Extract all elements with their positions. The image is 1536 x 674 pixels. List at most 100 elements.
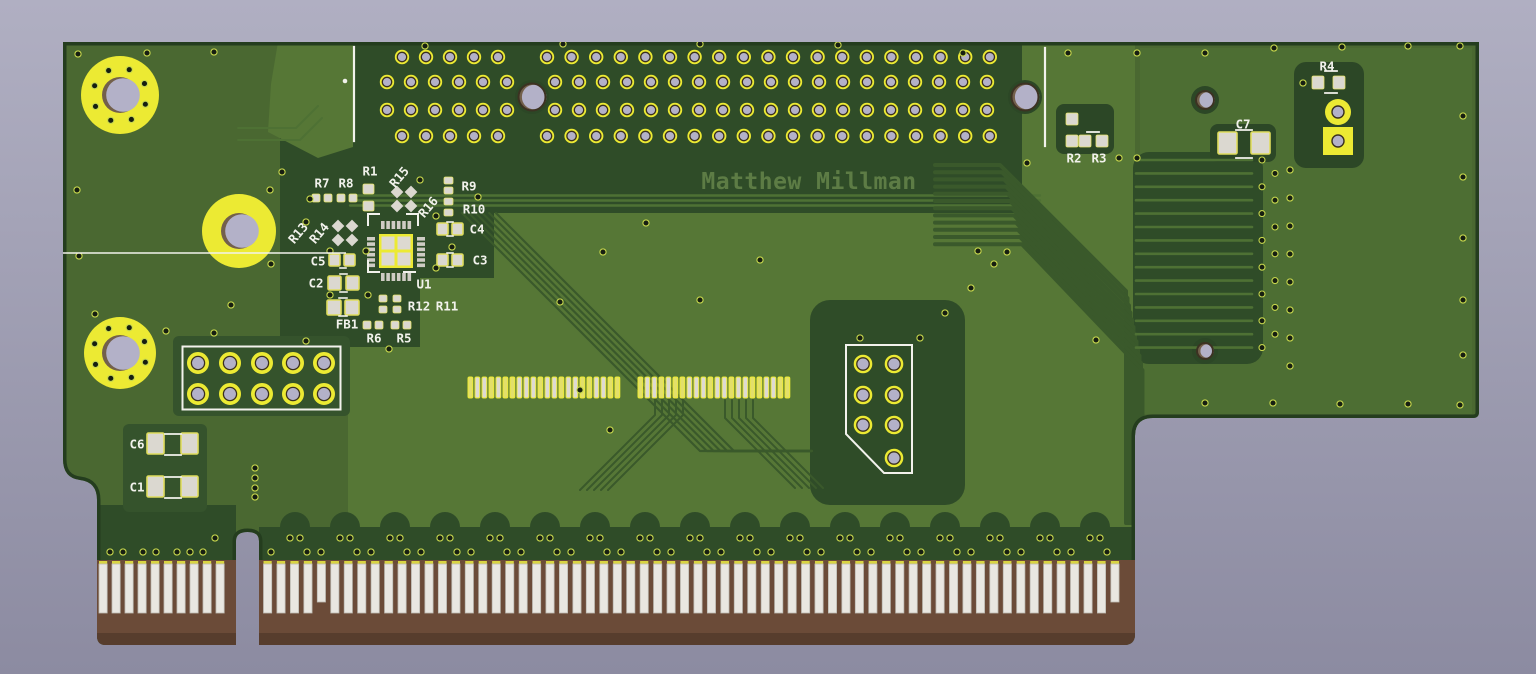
plated-hole: [886, 105, 896, 115]
via: [251, 474, 259, 482]
via: [996, 534, 1004, 542]
plated-hole: [887, 131, 896, 141]
plated-hole-rim: [689, 130, 700, 142]
u1-pin-pad: [407, 273, 412, 281]
finger-tip: [909, 561, 918, 565]
plated-hole-ring: [835, 102, 851, 118]
plated-hole-rim: [909, 76, 921, 88]
plated-hole-rim: [501, 76, 513, 88]
plated-hole: [616, 131, 626, 141]
via: [306, 195, 314, 203]
via: [1286, 278, 1294, 286]
plated-hole: [622, 77, 632, 87]
via: [1201, 49, 1209, 57]
plated-hole-rim: [812, 130, 823, 142]
plated-hole-rim: [664, 130, 676, 142]
edge-finger: [975, 563, 985, 614]
via: [756, 256, 764, 264]
finger-tip: [976, 561, 985, 565]
edge-finger: [639, 563, 649, 614]
via: [73, 186, 81, 194]
via: [686, 534, 694, 542]
via: [1003, 248, 1011, 256]
smd-pad: [451, 253, 464, 267]
plated-hole-ring: [595, 74, 611, 90]
plated-hole: [936, 52, 945, 62]
plated-hole-ring: [667, 74, 683, 90]
plated-hole: [223, 387, 237, 401]
plated-hole-rim: [813, 104, 825, 116]
finger-tip: [1097, 561, 1106, 565]
smd-pad: [402, 320, 412, 330]
via: [1286, 306, 1294, 314]
edge-finger: [98, 563, 108, 614]
via: [856, 334, 864, 342]
finger-tip: [707, 561, 716, 565]
plated-hole-ring: [564, 49, 579, 65]
via: [1286, 166, 1294, 174]
plated-hole-rim: [420, 130, 432, 142]
plated-hole-ring: [418, 128, 434, 144]
plated-hole-rim: [981, 76, 993, 88]
plated-hole-rim: [933, 104, 945, 116]
plated-hole-rim: [886, 51, 897, 63]
plated-hole-rim: [836, 51, 848, 63]
plated-hole-ring: [442, 128, 458, 144]
via: [834, 42, 842, 49]
smd-pad: [714, 376, 721, 399]
via: [796, 534, 804, 542]
edge-finger: [760, 563, 770, 614]
plated-hole-ring: [763, 74, 779, 90]
plated-hole-ring: [394, 49, 410, 65]
plated-hole-ring: [691, 74, 707, 90]
finger-tip: [936, 561, 945, 565]
plated-hole-ring: [835, 49, 850, 65]
via: [302, 218, 310, 226]
plated-hole-rim: [468, 51, 480, 63]
via: [403, 548, 411, 556]
edge-finger: [989, 563, 999, 614]
via: [1003, 548, 1011, 556]
plated-hole-ring: [662, 49, 678, 65]
smd-pad: [326, 299, 342, 316]
smd-pad: [707, 376, 714, 399]
plated-hole-rim: [444, 51, 456, 63]
plated-hole: [286, 387, 300, 401]
plated-hole: [616, 52, 626, 62]
plated-hole: [690, 52, 699, 62]
plated-hole-rim: [856, 418, 870, 432]
via: [432, 212, 440, 220]
via: [1459, 234, 1467, 242]
via: [667, 548, 675, 556]
plated-hole-ring: [667, 102, 683, 118]
plated-hole-ring: [187, 383, 209, 405]
finger-tip: [519, 561, 528, 565]
plated-hole: [862, 131, 872, 141]
via: [817, 548, 825, 556]
plated-hole-rim: [861, 76, 873, 88]
plated-hole-ring: [931, 102, 947, 118]
edge-finger: [693, 563, 703, 614]
edge-finger: [733, 563, 743, 614]
edge-finger: [747, 563, 757, 614]
plated-hole-ring: [853, 385, 873, 405]
edge-finger: [343, 563, 353, 614]
finger-tip: [263, 561, 272, 565]
plated-hole: [421, 131, 431, 141]
finger-tip: [882, 561, 891, 565]
pour-lobe: [930, 512, 960, 542]
plated-hole: [567, 52, 576, 62]
smd-pad: [658, 376, 665, 399]
plated-hole-ring: [908, 128, 924, 144]
via: [916, 334, 924, 342]
finger-tip: [164, 561, 173, 565]
via: [266, 186, 274, 194]
via: [140, 337, 149, 346]
board-edge: [63, 42, 1479, 645]
finger-tip: [1083, 561, 1093, 565]
plated-hole: [887, 52, 896, 62]
plated-hole-rim: [763, 51, 774, 63]
edge-finger: [774, 563, 784, 614]
trace-via: [1258, 317, 1266, 325]
